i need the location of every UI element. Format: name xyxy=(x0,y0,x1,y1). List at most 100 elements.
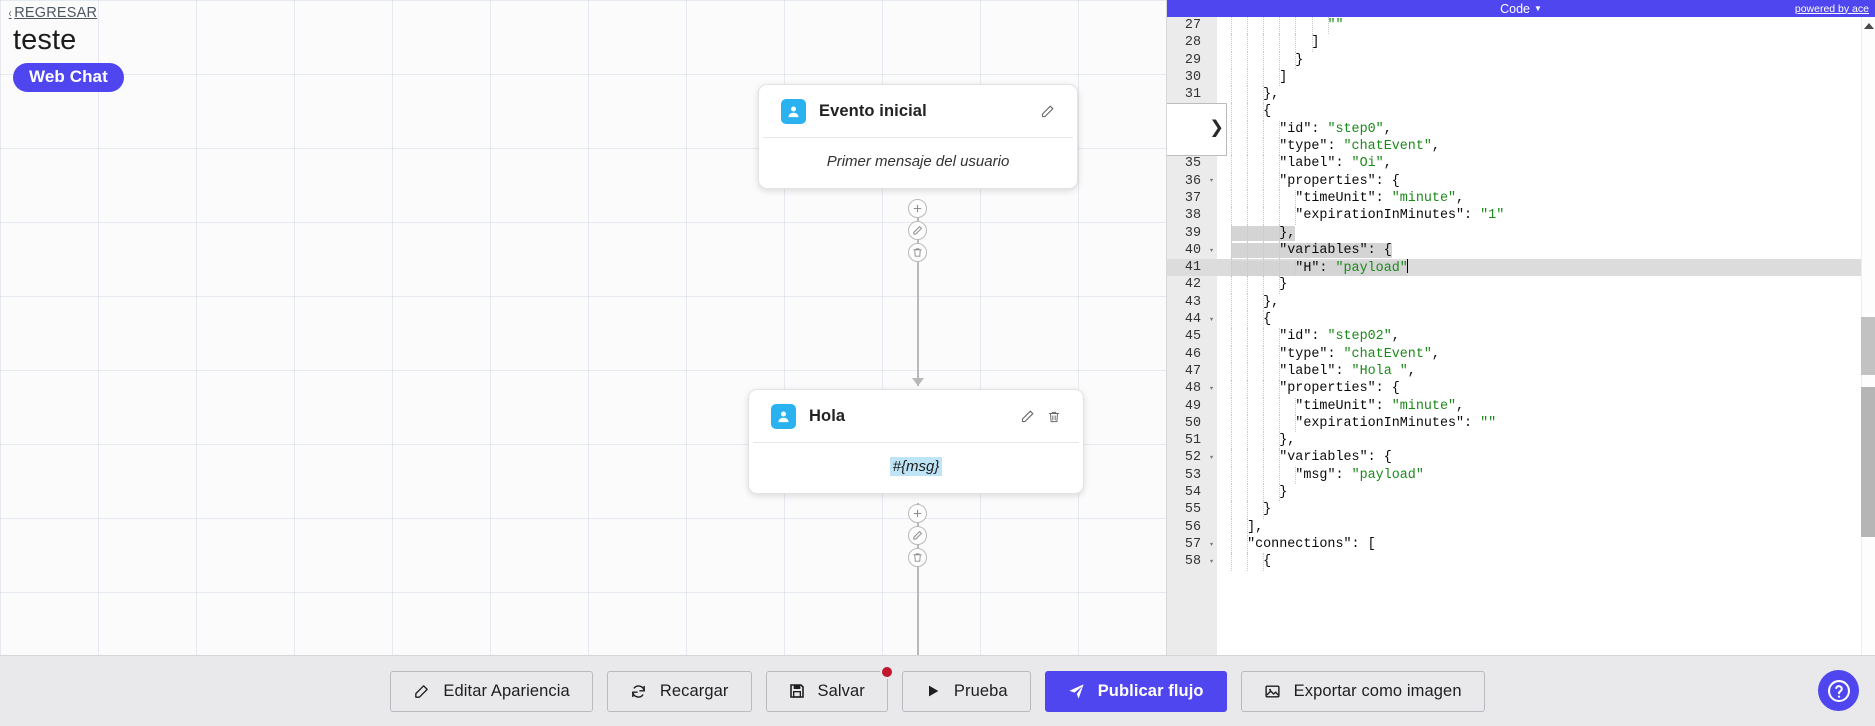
line-number[interactable]: 43 xyxy=(1184,294,1201,310)
fold-toggle-icon[interactable]: ▾ xyxy=(1209,315,1214,325)
fold-toggle-icon[interactable]: ▾ xyxy=(1209,557,1214,567)
line-number[interactable]: 28 xyxy=(1184,35,1201,51)
code-line[interactable]: } xyxy=(1217,484,1875,502)
code-text: "label": "Oi", xyxy=(1279,156,1392,172)
editar-apariencia-button[interactable]: Editar Apariencia xyxy=(390,670,593,712)
salvar-button[interactable]: Salvar xyxy=(765,664,894,712)
code-line[interactable]: }, xyxy=(1217,224,1875,242)
pencil-icon[interactable] xyxy=(1040,104,1055,119)
line-number[interactable]: 39 xyxy=(1184,225,1201,241)
trash-icon[interactable] xyxy=(908,243,927,262)
scroll-up-arrow-icon[interactable] xyxy=(1863,23,1874,29)
editor-vertical-scrollbar[interactable] xyxy=(1861,17,1875,655)
line-number[interactable]: 35 xyxy=(1184,156,1201,172)
pencil-icon[interactable] xyxy=(908,526,927,545)
code-line[interactable]: }, xyxy=(1217,293,1875,312)
recargar-button[interactable]: Recargar xyxy=(606,670,752,712)
code-line[interactable]: }, xyxy=(1217,432,1875,450)
code-line[interactable]: "connections": [ xyxy=(1217,535,1875,554)
code-line[interactable]: "properties": { xyxy=(1217,380,1875,398)
line-number[interactable]: 38 xyxy=(1184,208,1201,224)
flow-node-evento-inicial[interactable]: Evento inicial Primer mensaje del usuari… xyxy=(758,84,1078,189)
code-line[interactable]: ] xyxy=(1217,34,1875,52)
code-area[interactable]: 272829303132▾33343536▾37383940▾41424344▾… xyxy=(1167,17,1875,655)
line-number[interactable]: 29 xyxy=(1184,52,1201,68)
line-number[interactable]: 48▾ xyxy=(1184,381,1214,397)
code-line[interactable]: "type": "chatEvent", xyxy=(1217,345,1875,363)
code-line[interactable]: "timeUnit": "minute", xyxy=(1217,397,1875,415)
code-line[interactable]: "" xyxy=(1217,17,1875,35)
line-number[interactable]: 27 xyxy=(1184,18,1201,33)
code-line[interactable]: "properties": { xyxy=(1217,172,1875,190)
code-line[interactable]: "type": "chatEvent", xyxy=(1217,138,1875,156)
prueba-button[interactable]: Prueba xyxy=(901,670,1031,712)
code-content[interactable]: "" ] } ] }, { "id": "step0", "type": "ch… xyxy=(1217,17,1875,655)
code-line[interactable]: "expirationInMinutes": "1" xyxy=(1217,207,1875,225)
line-number[interactable]: 30 xyxy=(1184,69,1201,85)
line-number[interactable]: 54 xyxy=(1184,485,1201,501)
line-number[interactable]: 55 xyxy=(1184,502,1201,518)
line-number[interactable]: 31 xyxy=(1184,87,1201,103)
code-line[interactable]: "expirationInMinutes": "" xyxy=(1217,414,1875,433)
flow-canvas[interactable]: ‹ REGRESAR teste Web Chat Evento inicial xyxy=(0,0,1166,655)
scrollbar-thumb[interactable] xyxy=(1861,317,1875,375)
code-line[interactable]: } xyxy=(1217,501,1875,519)
fold-toggle-icon[interactable]: ▾ xyxy=(1209,384,1214,394)
code-line[interactable]: "id": "step02", xyxy=(1217,328,1875,346)
powered-by-link[interactable]: powered by ace xyxy=(1794,2,1869,15)
line-number[interactable]: 40▾ xyxy=(1184,242,1214,258)
code-line[interactable]: ], xyxy=(1217,518,1875,536)
exportar-como-imagen-button[interactable]: Exportar como imagen xyxy=(1240,670,1485,712)
code-line[interactable]: "timeUnit": "minute", xyxy=(1217,189,1875,208)
line-number[interactable]: 56 xyxy=(1184,519,1201,535)
line-number[interactable]: 51 xyxy=(1184,433,1201,449)
line-number[interactable]: 58▾ xyxy=(1184,554,1214,570)
line-number[interactable]: 53 xyxy=(1184,467,1201,483)
trash-icon[interactable] xyxy=(1047,410,1061,424)
trash-icon[interactable] xyxy=(908,548,927,567)
code-line[interactable]: } xyxy=(1217,276,1875,294)
code-editor-panel[interactable]: Code ▼ powered by ace 272829303132▾33343… xyxy=(1166,0,1875,655)
pencil-icon[interactable] xyxy=(1020,409,1035,424)
fold-toggle-icon[interactable]: ▾ xyxy=(1209,245,1214,255)
help-button[interactable] xyxy=(1818,670,1859,711)
fold-toggle-icon[interactable]: ▾ xyxy=(1209,176,1214,186)
line-number[interactable]: 52▾ xyxy=(1184,450,1214,466)
code-line[interactable]: { xyxy=(1217,553,1875,571)
fold-widget-overlay[interactable]: ❯ xyxy=(1167,103,1227,156)
line-number[interactable]: 42 xyxy=(1184,277,1201,293)
plus-icon[interactable] xyxy=(908,199,927,218)
line-number[interactable]: 41 xyxy=(1167,259,1217,277)
back-link[interactable]: ‹ REGRESAR xyxy=(8,5,97,21)
code-line[interactable]: } xyxy=(1217,51,1875,69)
code-line[interactable]: "label": "Oi", xyxy=(1217,155,1875,173)
line-number[interactable]: 37 xyxy=(1184,190,1201,206)
code-line[interactable]: ] xyxy=(1217,68,1875,87)
code-line[interactable]: }, xyxy=(1217,86,1875,104)
code-line[interactable]: "label": "Hola ", xyxy=(1217,362,1875,381)
flow-node-hola[interactable]: Hola #{msg} xyxy=(748,389,1084,494)
code-line[interactable]: "msg": "payload" xyxy=(1217,466,1875,485)
line-number[interactable]: 44▾ xyxy=(1184,312,1214,328)
chevron-right-icon[interactable]: ❯ xyxy=(1209,115,1224,143)
line-number[interactable]: 47 xyxy=(1184,363,1201,379)
line-number[interactable]: 36▾ xyxy=(1184,173,1214,189)
code-line[interactable]: "id": "step0", xyxy=(1217,120,1875,139)
code-line[interactable]: "variables": { xyxy=(1217,241,1875,260)
line-number[interactable]: 49 xyxy=(1184,398,1201,414)
code-line[interactable]: "H": "payload" xyxy=(1217,259,1875,277)
code-line[interactable]: "variables": { xyxy=(1217,449,1875,467)
line-number[interactable]: 45 xyxy=(1184,329,1201,345)
line-number[interactable]: 46 xyxy=(1184,346,1201,362)
pencil-icon[interactable] xyxy=(908,221,927,240)
code-line[interactable]: { xyxy=(1217,103,1875,121)
fold-toggle-icon[interactable]: ▾ xyxy=(1209,453,1214,463)
fold-toggle-icon[interactable]: ▾ xyxy=(1209,539,1214,549)
editor-mode-dropdown[interactable]: Code ▼ xyxy=(1500,2,1542,16)
line-number[interactable]: 57▾ xyxy=(1184,536,1214,552)
code-line[interactable]: { xyxy=(1217,311,1875,329)
line-number[interactable]: 50 xyxy=(1184,415,1201,431)
plus-icon[interactable] xyxy=(908,504,927,523)
publicar-flujo-button[interactable]: Publicar flujo xyxy=(1044,670,1227,712)
scrollbar-thumb-lower[interactable] xyxy=(1861,387,1875,537)
